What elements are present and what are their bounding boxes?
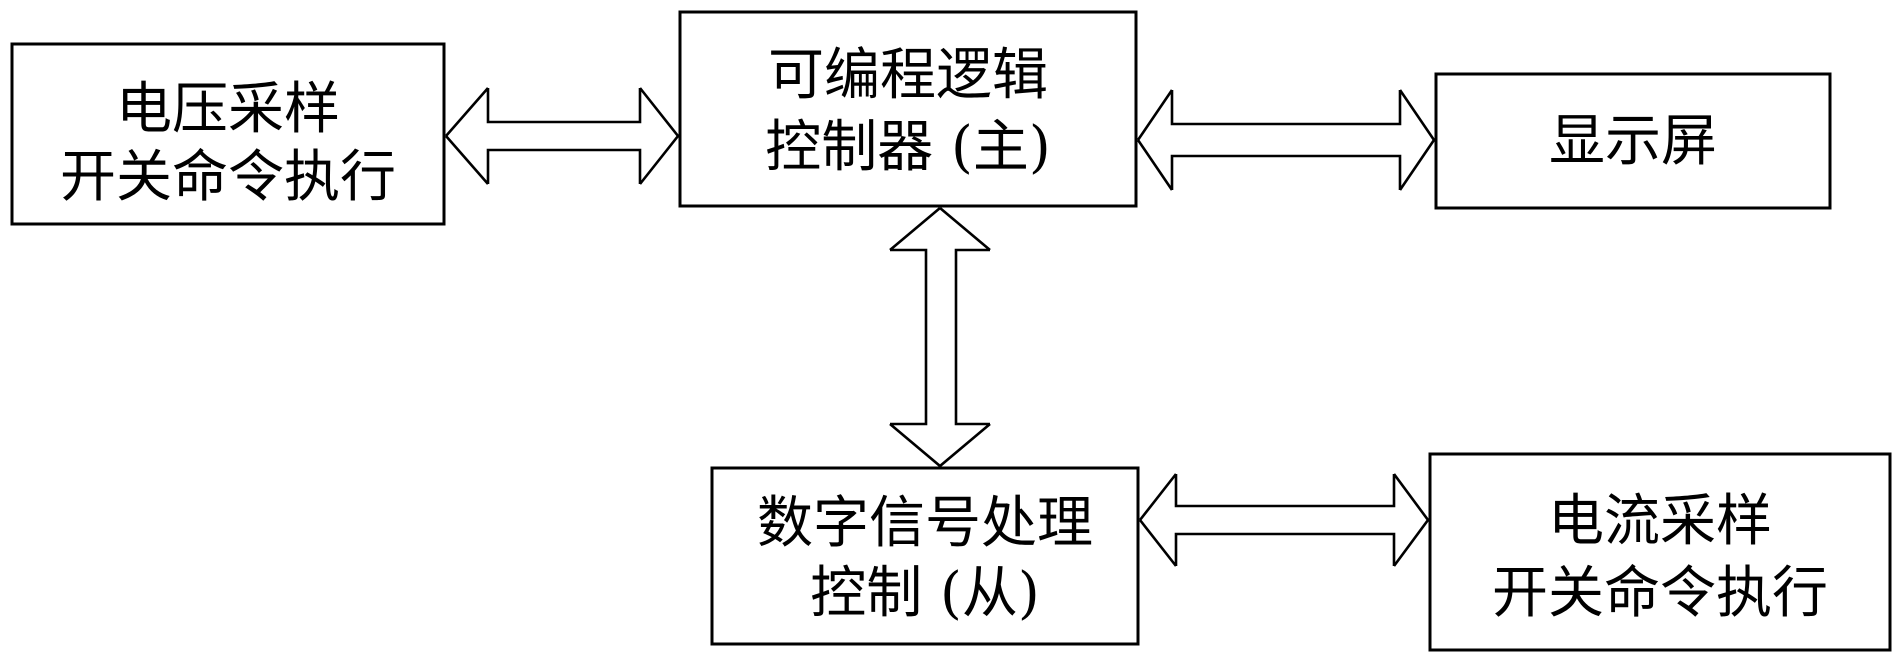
voltage-sampling-block: 电压采样 开关命令执行 [10, 42, 446, 226]
fpga-controller-block: 可编程逻辑 控制器 (主) [678, 10, 1138, 208]
dsp-controller-block: 数字信号处理 控制 (从) [710, 466, 1140, 646]
voltage-block-line2: 开关命令执行 [60, 145, 396, 210]
dsp-current-double-arrow [1138, 473, 1430, 567]
dsp-block-line1: 数字信号处理 [757, 491, 1093, 556]
voltage-fpga-double-arrow [445, 87, 680, 185]
current-block-line1: 电流采样 [1548, 489, 1772, 554]
dsp-block-line2: 控制 (从) [810, 561, 1040, 626]
display-block-label: 显示屏 [1549, 109, 1717, 174]
display-block: 显示屏 [1434, 72, 1832, 210]
fpga-dsp-double-arrow [889, 207, 991, 468]
current-sampling-block: 电流采样 开关命令执行 [1428, 452, 1892, 652]
fpga-display-double-arrow [1136, 89, 1436, 191]
fpga-block-line1: 可编程逻辑 [768, 43, 1048, 108]
current-block-line2: 开关命令执行 [1492, 561, 1828, 626]
voltage-block-line1: 电压采样 [116, 77, 340, 142]
fpga-block-line2: 控制器 (主) [765, 115, 1051, 180]
